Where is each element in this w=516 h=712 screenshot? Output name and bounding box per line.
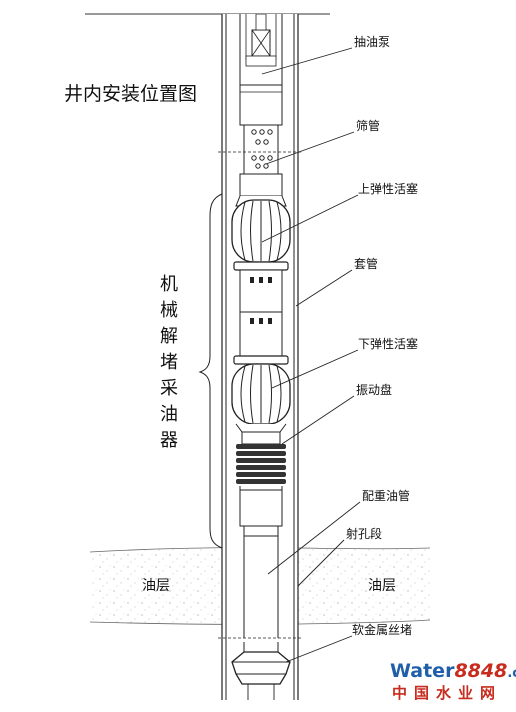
oil-layer-label-right: 油层: [368, 578, 396, 594]
label-screen: 筛管: [356, 118, 380, 133]
page-title: 井内安装位置图: [64, 83, 197, 105]
label-perforation: 射孔段: [346, 526, 382, 541]
vertical-label-char: 油: [160, 404, 178, 425]
vertical-label-char: 解: [160, 326, 178, 347]
label-plug: 软金属丝堵: [352, 622, 412, 637]
weight-tubing: [239, 489, 283, 638]
screen-pipe: [243, 125, 279, 174]
label-lower-piston: 下弹性活塞: [358, 336, 418, 351]
label-weight-tube: 配重油管: [362, 488, 410, 503]
upper-elastic-piston: [231, 199, 291, 271]
label-vibration-disc: 振动盘: [356, 382, 392, 397]
vertical-label-char: 机: [160, 274, 178, 295]
watermark-brand-c: .com: [507, 666, 516, 681]
oil-pump: [239, 13, 283, 126]
watermark-subtitle: 中国水业网: [392, 684, 502, 702]
leader-lines: [261, 47, 361, 663]
oil-layer-label-left: 油层: [142, 578, 170, 594]
tubing-top: [239, 14, 283, 85]
label-upper-piston: 上弹性活塞: [358, 181, 418, 196]
label-pump: 抽油泵: [354, 35, 390, 49]
watermark-brand-b: 8848: [454, 660, 507, 682]
vibration-disc: [236, 431, 286, 491]
vertical-label: 机 械 解 堵 采 油 器: [160, 274, 178, 451]
central-body: [239, 269, 283, 359]
svg-text:Water8848.com: Water8848.com: [390, 660, 516, 682]
watermark-brand-a: Water: [390, 660, 455, 682]
vertical-label-char: 堵: [160, 352, 178, 373]
vertical-label-char: 械: [160, 300, 178, 321]
soft-metal-plug: [231, 642, 291, 700]
watermark-logo: Water8848.com 中国水业网: [390, 660, 516, 702]
vertical-label-char: 采: [160, 378, 178, 399]
vertical-label-char: 器: [160, 430, 178, 451]
assembly-brace: [198, 193, 223, 549]
label-casing: 套管: [354, 256, 378, 271]
